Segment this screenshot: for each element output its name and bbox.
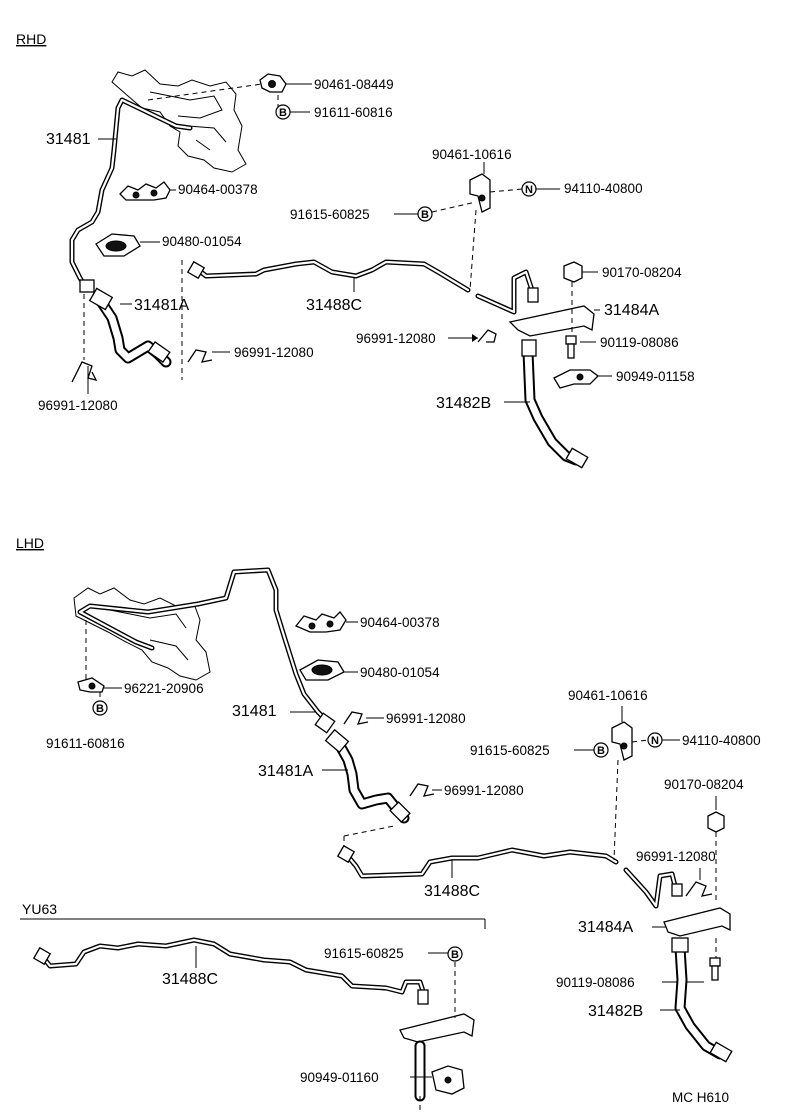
svg-text:B: B — [96, 703, 104, 715]
rhd-label-90464-00378: 90464-00378 — [178, 182, 258, 197]
yu63-label-91615-60825: 91615-60825 — [324, 946, 404, 961]
lhd-label-91611-60816: 91611-60816 — [46, 736, 125, 751]
lhd-label-31481a: 31481A — [258, 763, 313, 780]
rhd-clamp-90461-10616 — [469, 173, 491, 213]
lhd-nut-90170-08204 — [707, 811, 725, 833]
rhd-label-90949-01158: 90949-01158 — [616, 369, 695, 384]
lhd-grommet-90480-01054 — [299, 659, 345, 681]
svg-text:N: N — [651, 735, 659, 747]
svg-text:N: N — [525, 184, 533, 196]
rhd-label-91611-60816: 91611-60816 — [314, 105, 393, 120]
lhd-section: B — [46, 567, 761, 1063]
rhd-master-cylinder — [111, 69, 247, 173]
rhd-section: B N B 90461-08449 91611-60816 31481 9046… — [38, 69, 695, 469]
lhd-label-96991-12080-right: 96991-12080 — [636, 849, 716, 864]
lhd-n-symbol: N — [647, 732, 663, 748]
lhd-label-90170-08204: 90170-08204 — [664, 777, 744, 792]
yu63-label-90949-01160: 90949-01160 — [300, 1070, 379, 1085]
rhd-b-symbol-top: B — [275, 104, 291, 120]
lhd-b-symbol-left: B — [92, 700, 108, 716]
lhd-label-90461-10616: 90461-10616 — [568, 688, 648, 703]
lhd-label-90480-01054: 90480-01054 — [360, 665, 440, 680]
rhd-label-96991-12080-upper: 96991-12080 — [234, 345, 314, 360]
section-rhd-heading: RHD — [16, 31, 46, 47]
rhd-grommet-90480-01054 — [95, 233, 141, 257]
lhd-label-31481: 31481 — [232, 703, 277, 720]
figure-code: MC H610 — [672, 1090, 729, 1105]
section-lhd-heading: LHD — [16, 535, 44, 551]
rhd-clip-90949-01158 — [553, 369, 599, 389]
lhd-label-31488c: 31488C — [424, 883, 480, 900]
yu63-b-symbol: B — [447, 946, 463, 962]
rhd-label-94110-40800: 94110-40800 — [564, 181, 643, 196]
rhd-label-31481a: 31481A — [134, 297, 189, 314]
lhd-label-31484a: 31484A — [578, 919, 633, 936]
lhd-fitting-96221-20906 — [77, 677, 105, 693]
rhd-clip-90464-00378 — [119, 181, 171, 201]
rhd-label-90119-08086: 90119-08086 — [600, 335, 679, 350]
lhd-label-90464-00378: 90464-00378 — [360, 615, 440, 630]
rhd-label-31481: 31481 — [46, 131, 91, 148]
svg-text:B: B — [421, 209, 429, 221]
svg-text:B: B — [597, 745, 605, 757]
lhd-pipe-31488c — [343, 847, 619, 879]
lhd-label-96221-20906: 96221-20906 — [124, 681, 204, 696]
section-yu63-heading: YU63 — [22, 901, 57, 917]
lhd-clip-96991-12080-right — [685, 881, 713, 897]
rhd-label-31482b: 31482B — [436, 395, 491, 412]
lhd-label-31482b: 31482B — [588, 1003, 643, 1020]
lhd-clip-90464-00378 — [294, 611, 347, 633]
lhd-label-96991-12080-upper: 96991-12080 — [386, 711, 466, 726]
rhd-nut-90170-08204 — [563, 261, 583, 283]
yu63-label-31488c: 31488C — [162, 971, 218, 988]
rhd-bracket-31484a — [508, 305, 595, 337]
lhd-b-symbol-mid: B — [593, 742, 609, 758]
yu63-bracket — [399, 1013, 475, 1043]
lhd-label-94110-40800: 94110-40800 — [682, 733, 761, 748]
lhd-clip-96991-12080-upper — [343, 711, 369, 725]
rhd-b-symbol-mid: B — [417, 206, 433, 222]
rhd-clip-96991-12080-lower — [71, 361, 98, 383]
rhd-label-90461-08449: 90461-08449 — [314, 77, 394, 92]
lhd-bolt-90119-08086 — [709, 957, 721, 981]
rhd-label-96991-12080-right: 96991-12080 — [356, 331, 436, 346]
rhd-label-31484a: 31484A — [604, 302, 659, 319]
yu63-clip-90949-01160 — [431, 1065, 465, 1095]
rhd-label-96991-12080-lower: 96991-12080 — [38, 398, 118, 413]
lhd-master-cylinder — [73, 587, 211, 681]
rhd-label-90170-08204: 90170-08204 — [602, 265, 682, 280]
rhd-label-91615-60825: 91615-60825 — [290, 207, 370, 222]
lhd-clip-96991-12080-mid — [409, 783, 435, 797]
svg-text:B: B — [279, 107, 287, 119]
rhd-label-90480-01054: 90480-01054 — [162, 234, 242, 249]
yu63-section: B 91615-60825 31488C 90949-01160 — [32, 937, 475, 1112]
lhd-label-96991-12080-mid: 96991-12080 — [444, 783, 524, 798]
rhd-clip-96991-12080-right — [477, 329, 497, 343]
rhd-clip-96991-12080-upper — [187, 349, 213, 363]
rhd-label-90461-10616: 90461-10616 — [432, 147, 512, 162]
lhd-pipe-31481 — [77, 567, 331, 725]
lhd-label-90119-08086: 90119-08086 — [556, 975, 635, 990]
svg-text:B: B — [451, 949, 459, 961]
lhd-label-91615-60825: 91615-60825 — [470, 743, 550, 758]
lhd-clamp-90461-10616 — [611, 721, 633, 761]
rhd-label-31488c: 31488C — [306, 297, 362, 314]
rhd-bolt-90119-08086 — [565, 335, 577, 359]
lhd-bracket-31484a — [663, 907, 731, 937]
rhd-n-symbol: N — [521, 181, 537, 197]
